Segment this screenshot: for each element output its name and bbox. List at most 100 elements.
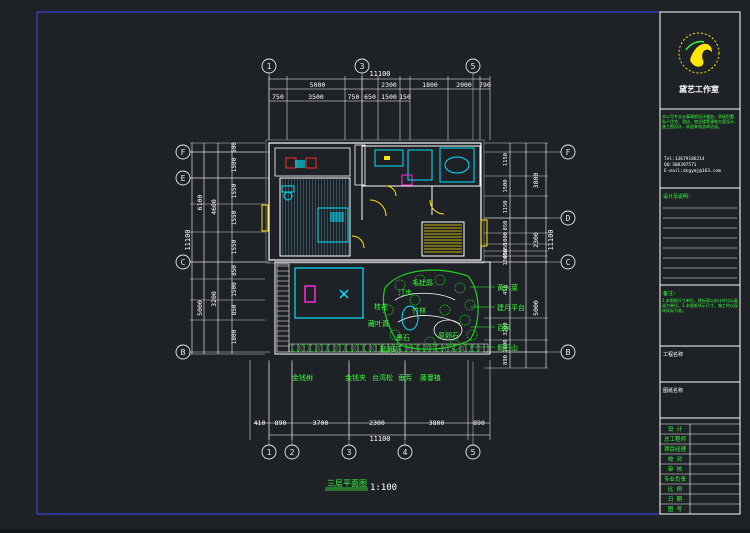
title-block-row-label: 设 计	[668, 425, 683, 433]
garden-label-bottom: 垂芳	[398, 373, 412, 382]
axis-right-bubble: F	[566, 148, 571, 157]
axis-right-bubble: B	[566, 348, 571, 357]
terrace	[274, 261, 491, 355]
dim-right-inner: 450	[503, 249, 509, 259]
dim-right-mid: 5000	[532, 300, 540, 316]
dim-top-row2: 750	[272, 93, 284, 101]
dim-right-inner: 890	[503, 355, 509, 365]
dim-top-row1: 2300	[381, 81, 397, 89]
bathroom-right	[361, 145, 481, 187]
notes-body: 1.本图纸尺寸单位，除标高以米计外均以毫米为单位。2.本图纸所示尺寸，施工时以现…	[662, 298, 738, 313]
dim-right-inner: 1800	[503, 339, 509, 352]
garden-label: 鹅卵石	[380, 345, 401, 354]
garden-label-right: 建月平台	[497, 303, 525, 312]
dim-bottom-row: 410	[254, 419, 266, 427]
axis-top-bubble: 5	[471, 62, 476, 71]
dim-top-total: 11100	[369, 70, 390, 78]
title-block-row-label: 审 核	[668, 465, 683, 473]
project-name-label: 工程名称	[663, 351, 683, 358]
dim-left-inner: 1550	[231, 210, 238, 225]
house-outline	[268, 142, 482, 261]
dim-bottom-total: 11100	[369, 435, 390, 443]
axis-bottom-bubble: 3	[347, 448, 352, 457]
dim-left-inner: 1550	[231, 183, 238, 198]
garden-label: 藏叶真	[368, 319, 389, 328]
garden-label-right: 百家	[497, 323, 511, 332]
studio-notes: 本公司专业从事建筑设计服务，承接别墅、私人住宅、酒店、商业楼等建筑方案设计、施工…	[662, 114, 738, 129]
dim-top-row2: 150	[399, 93, 411, 101]
garden-label: 竹林	[412, 306, 426, 315]
dim-left-mid: 5000	[196, 300, 204, 316]
studio-logo-icon	[678, 32, 720, 74]
dim-bottom-row: 3800	[429, 419, 445, 427]
dim-top-row1: 1800	[422, 81, 438, 89]
title-block-row-label: 日 期	[668, 496, 683, 503]
axis-top-bubble: 1	[267, 62, 272, 71]
dim-top-row1: 5000	[310, 81, 326, 89]
axis-bottom-bubble: 1	[267, 448, 272, 457]
dim-bottom-row: 890	[473, 419, 485, 427]
garden-planting	[382, 269, 479, 351]
drawing-scale: 1:100	[370, 483, 397, 493]
studio-name: 黛艺工作室	[679, 84, 719, 94]
garden-label-bottom: 藤蔓植	[420, 373, 441, 382]
dim-left-inner: 1500	[231, 157, 238, 172]
garden-label-bottom: 金钱树	[292, 373, 313, 382]
dim-left-inner: 850	[231, 304, 238, 315]
dim-right-inner: 650	[503, 243, 509, 253]
dim-right-inner: 3200	[503, 322, 509, 335]
dim-bottom-row: 3700	[313, 419, 329, 427]
dim-top-row1: 790	[479, 81, 491, 89]
title-block-row-label: 校 对	[668, 455, 683, 463]
studio-email: E-mail:dsgymj@163.com	[664, 168, 721, 174]
dim-right-inner: 850	[503, 221, 509, 231]
studio-phone2: QQ:308397571	[664, 162, 697, 168]
axis-left-bubble: E	[181, 174, 186, 183]
axis-bottom-bubble: 2	[290, 448, 295, 457]
design-section-title: 设计及说明:	[663, 193, 691, 200]
dim-right-inner: 450	[503, 285, 509, 295]
garden-label: 汀步	[398, 289, 412, 297]
dim-left-inner: 1550	[231, 239, 238, 254]
garden-label: 桂花	[374, 302, 388, 311]
axis-left-bubble: B	[181, 348, 186, 357]
title-block: 黛艺工作室 本公司专业从事建筑设计服务，承接别墅、私人住宅、酒店、商业楼等建筑方…	[659, 11, 741, 515]
dim-left-total: 11100	[184, 229, 192, 250]
staircase	[421, 221, 465, 257]
pool	[294, 267, 364, 319]
dim-right-mid: 3800	[532, 173, 540, 189]
dim-left-inner: 850	[231, 265, 238, 276]
dim-top-row2: 750	[348, 93, 360, 101]
dim-right-inner: 1300	[503, 252, 509, 265]
title-block-row-label: 总工程师	[664, 435, 687, 443]
garden-label-bottom: 台湾松	[372, 373, 393, 382]
garden-label: 毛杜鹃	[412, 278, 433, 287]
axis-right-bubble: D	[566, 214, 571, 223]
title-block-border	[659, 11, 741, 515]
dim-left-inner: 1500	[231, 282, 238, 297]
hedge-row	[291, 343, 481, 353]
dim-right-inner: 1150	[503, 153, 509, 166]
garden-label-right: 黄入菜	[497, 283, 518, 292]
dim-right-inner: 1150	[503, 200, 509, 213]
garden-label: 景石	[396, 334, 410, 342]
dim-left-inner: 1800	[231, 329, 238, 344]
dim-left-mid2: 4600	[210, 199, 218, 215]
window-right	[480, 219, 488, 247]
garden-label: 原卵石	[438, 331, 459, 340]
title-block-row-label: 比 例	[668, 485, 683, 493]
bed	[317, 207, 349, 243]
title-block-row-label: 图 号	[668, 505, 683, 513]
dim-top-row2: 650	[364, 93, 376, 101]
dim-right-inner: 1500	[503, 179, 509, 192]
dim-bottom-row: 2300	[369, 419, 385, 427]
window-left	[261, 204, 269, 232]
garden-label-bottom: 金钱夹	[345, 373, 366, 382]
title-block-row-label: 专业负责	[664, 475, 687, 483]
dim-top-row2: 1500	[381, 93, 397, 101]
building-plan	[261, 139, 491, 355]
